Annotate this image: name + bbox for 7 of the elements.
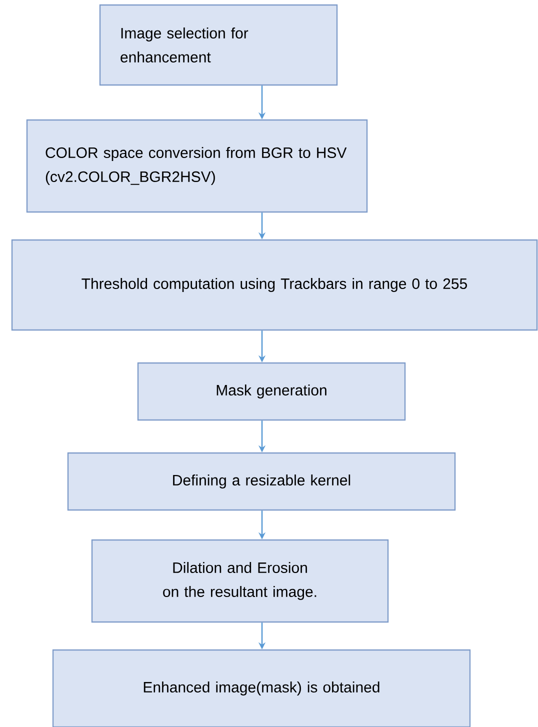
process-box: Threshold computation using Trackbars in range 0 to 255: [11, 239, 538, 331]
process-box: Dilation and Erosion on the resultant image.: [91, 539, 389, 623]
process-box: Image selection for enhancement: [99, 4, 338, 86]
process-box: Mask generation: [137, 362, 406, 421]
process-box: Defining a resizable kernel: [67, 452, 456, 511]
process-box: Enhanced image(mask) is obtained: [52, 649, 471, 727]
process-box: COLOR space conversion from BGR to HSV (cv2.COLOR_BGR2HSV): [26, 119, 368, 213]
